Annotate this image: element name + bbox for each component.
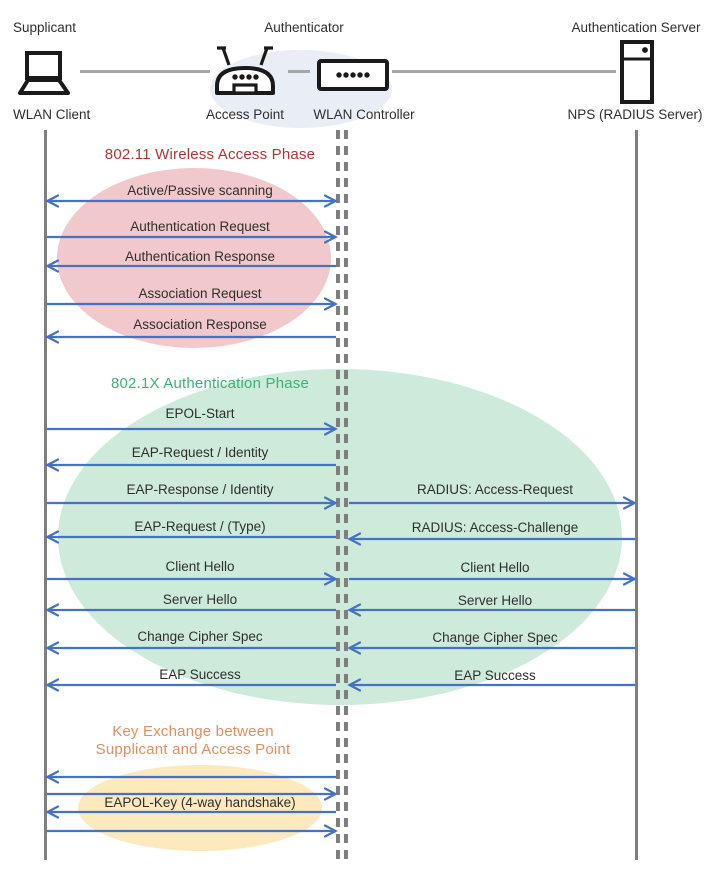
- message-label: Authentication Response: [124, 249, 276, 264]
- message-label: RADIUS: Access-Challenge: [411, 520, 579, 535]
- message-label: EPOL-Start: [165, 406, 235, 421]
- node-label-nps-radius-server: NPS (RADIUS Server): [567, 107, 703, 122]
- message-label: Client Hello: [165, 559, 235, 574]
- message-arrow: [45, 770, 336, 784]
- message-label: Association Response: [133, 317, 267, 332]
- message-label: EAP Success: [159, 667, 241, 682]
- message-arrow: [45, 530, 336, 544]
- message-label: RADIUS: Access-Request: [416, 482, 574, 497]
- message-arrow: [45, 458, 336, 472]
- message-label: Association Request: [138, 286, 262, 301]
- message-arrow: [47, 824, 338, 838]
- message-arrow: [347, 641, 635, 655]
- message-arrow: [47, 230, 338, 244]
- message-arrow: [347, 603, 635, 617]
- node-label-wlan-controller: WLAN Controller: [313, 107, 415, 122]
- connector-line: [392, 70, 616, 73]
- message-arrow: [47, 297, 338, 311]
- phase3-title-line1: Key Exchange between: [112, 723, 274, 740]
- message-label: Change Cipher Spec: [432, 630, 558, 645]
- phase2-title: 802.1X Authentication Phase: [110, 375, 310, 392]
- message-arrow: [45, 330, 336, 344]
- message-arrow: [349, 496, 637, 510]
- message-arrow: [45, 641, 336, 655]
- connector-line: [288, 70, 310, 73]
- message-label: EAP-Request / (Type): [134, 519, 266, 534]
- message-arrow: [47, 572, 338, 586]
- lifeline-radius-server: [635, 130, 638, 860]
- message-label: EAPOL-Key (4-way handshake): [104, 795, 296, 810]
- message-arrow: [47, 787, 338, 801]
- message-label: EAP Success: [454, 668, 536, 683]
- phase3-title: Key Exchange between Supplicant and Acce…: [63, 723, 323, 759]
- message-label: EAP-Response / Identity: [126, 482, 274, 497]
- lifeline-wlan-client: [44, 130, 47, 860]
- message-arrow: [45, 194, 338, 208]
- message-label: Server Hello: [162, 592, 238, 607]
- message-arrow: [45, 678, 336, 692]
- access-point-icon: [215, 46, 275, 95]
- phase3-ellipse: [78, 765, 322, 851]
- message-arrow: [347, 532, 635, 546]
- role-label-supplicant: Supplicant: [13, 20, 77, 35]
- laptop-icon: [18, 51, 70, 95]
- message-arrow: [347, 678, 635, 692]
- node-label-access-point: Access Point: [205, 107, 285, 122]
- phase1-title: 802.11 Wireless Access Phase: [104, 146, 316, 163]
- message-arrow: [47, 422, 338, 436]
- role-label-authenticator: Authenticator: [264, 20, 344, 35]
- phase1-ellipse: [57, 168, 331, 348]
- message-label: Active/Passive scanning: [127, 183, 273, 198]
- message-label: Change Cipher Spec: [137, 629, 263, 644]
- message-label: EAP-Request / Identity: [131, 445, 269, 460]
- message-label: Client Hello: [460, 560, 530, 575]
- message-label: Server Hello: [457, 593, 533, 608]
- role-label-authentication-server: Authentication Server: [571, 20, 701, 35]
- wlan-controller-icon: [317, 59, 389, 91]
- connector-line: [80, 70, 210, 73]
- message-arrow: [45, 259, 336, 273]
- lifeline-controller-dashed-right: [344, 130, 348, 860]
- message-arrow: [349, 572, 637, 586]
- lifeline-controller-dashed-left: [336, 130, 340, 860]
- message-arrow: [45, 603, 336, 617]
- node-label-wlan-client: WLAN Client: [13, 107, 91, 122]
- message-arrow: [47, 496, 338, 510]
- message-arrow: [45, 805, 336, 819]
- server-icon: [620, 40, 654, 104]
- phase3-title-line2: Supplicant and Access Point: [95, 741, 291, 758]
- message-label: Authentication Request: [130, 219, 270, 234]
